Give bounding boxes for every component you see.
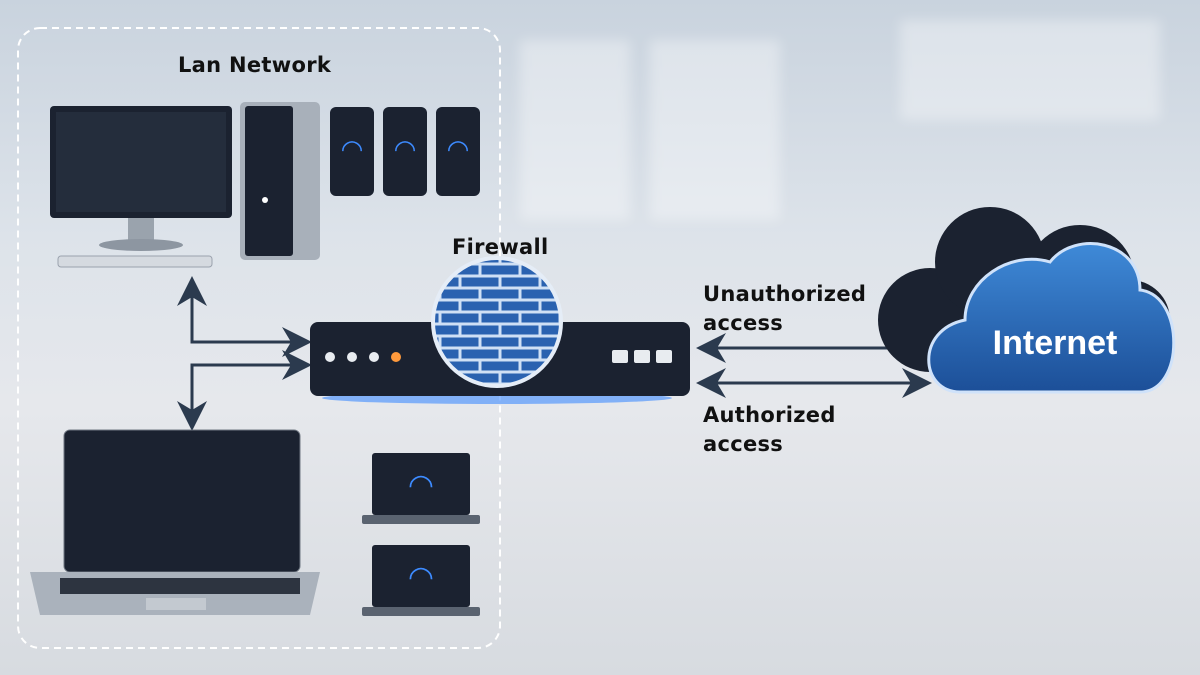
svg-text:◠: ◠ bbox=[447, 135, 470, 165]
background-window bbox=[900, 20, 1160, 120]
background-window bbox=[650, 40, 780, 220]
authorized-line-2: access bbox=[703, 432, 784, 456]
unauthorized-line-1: Unauthorized bbox=[703, 282, 867, 306]
svg-text:◠: ◠ bbox=[394, 135, 417, 165]
smartphone-icon: ◠ bbox=[436, 107, 480, 196]
firewall-label: Firewall bbox=[452, 235, 549, 259]
internet-cloud-icon bbox=[878, 207, 1176, 394]
svg-text:◠: ◠ bbox=[408, 468, 434, 503]
background-window bbox=[520, 40, 630, 220]
brick-wall-icon bbox=[431, 256, 563, 388]
unauthorized-line-2: access bbox=[703, 311, 784, 335]
unauthorized-access-label: Unauthorized access bbox=[703, 280, 866, 338]
smartphone-icon: ◠ bbox=[330, 107, 374, 196]
authorized-access-label: Authorized access bbox=[703, 401, 836, 459]
lan-connection-arrows bbox=[177, 276, 312, 431]
smartphone-icon: ◠ bbox=[383, 107, 427, 196]
small-laptop-icon: ◠ bbox=[362, 453, 480, 524]
keyboard-icon bbox=[57, 255, 213, 268]
desktop-tower-icon bbox=[240, 102, 320, 260]
authorized-line-1: Authorized bbox=[703, 403, 836, 427]
desktop-monitor-icon bbox=[50, 106, 232, 251]
svg-text:◠: ◠ bbox=[341, 135, 364, 165]
small-laptop-icon: ◠ bbox=[362, 545, 480, 616]
laptop-icon bbox=[30, 429, 320, 615]
internet-label: Internet bbox=[992, 324, 1118, 362]
lan-network-label: Lan Network bbox=[178, 53, 332, 77]
svg-text:◠: ◠ bbox=[408, 560, 434, 595]
